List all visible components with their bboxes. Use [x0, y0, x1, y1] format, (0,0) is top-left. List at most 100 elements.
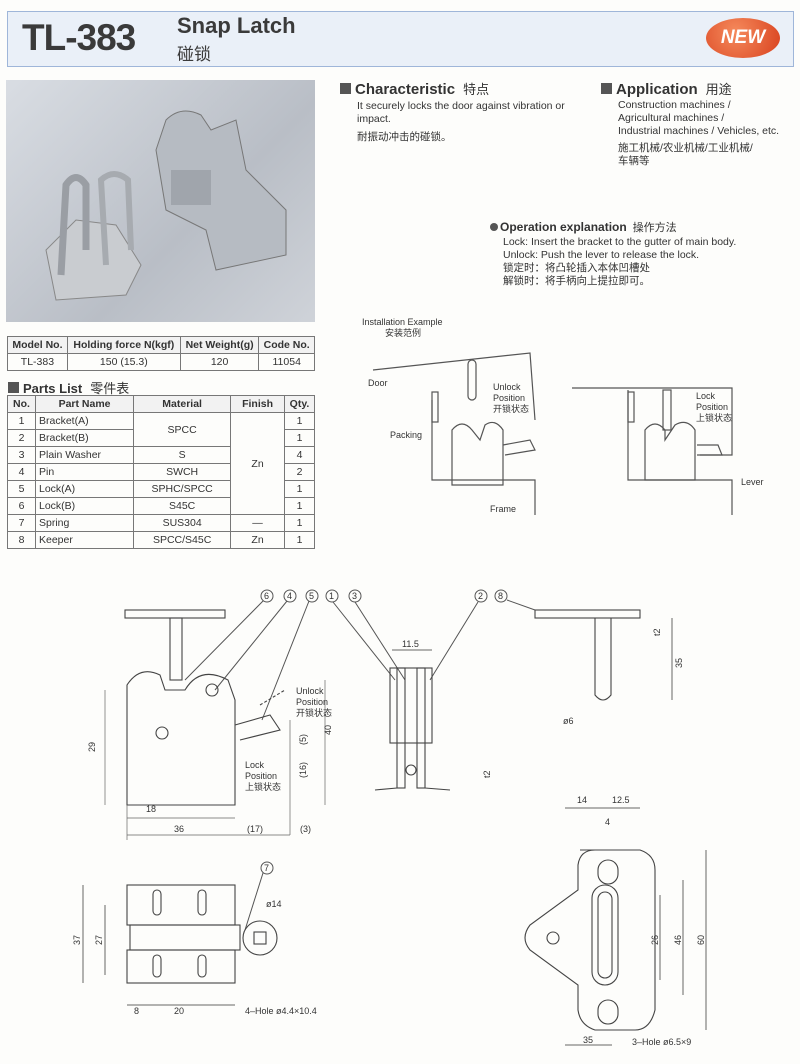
dim-27: 27 [94, 935, 104, 945]
spec-table: Model No.Holding force N(kgf)Net Weight(… [7, 336, 315, 371]
operation-text: Lock: Insert the bracket to the gutter o… [503, 236, 736, 288]
application-line: Construction machines / [618, 99, 731, 111]
cell: SPHC/SPCC [133, 480, 232, 498]
square-bullet-icon [601, 83, 612, 94]
characteristic-text-cn: 耐振动冲击的碰锁。 [357, 131, 452, 143]
col-model: Model No. [7, 336, 68, 354]
square-bullet-icon [340, 83, 351, 94]
dim-8: 8 [134, 1006, 139, 1016]
operation-line: Lock: Insert the bracket to the gutter o… [503, 236, 737, 248]
application-line: Industrial machines / Vehicles, etc. [618, 125, 780, 137]
label-packing: Packing [390, 430, 422, 440]
col-no: No. [7, 395, 36, 413]
application-line-cn: 施工机械/农业机械/工业机械/ [618, 142, 753, 154]
heading-cn: 操作方法 [632, 222, 677, 234]
dim-12-5: 12.5 [612, 795, 630, 805]
dim-16: (16) [298, 762, 308, 778]
callout-1: 1 [329, 591, 334, 601]
dim-14: 14 [577, 795, 587, 805]
cell: 4 [284, 446, 315, 464]
callout-7: 7 [264, 863, 269, 873]
dim-4-hole: 4–Hole ø4.4×10.4 [245, 1006, 317, 1016]
label-lock: Lock [696, 391, 716, 401]
operation-line: Unlock: Push the lever to release the lo… [503, 249, 700, 261]
dim-3-hole: 3–Hole ø6.5×9 [632, 1037, 691, 1047]
col-qty: Qty. [284, 395, 315, 413]
col-holding-force: Holding force N(kgf) [66, 336, 181, 354]
latch-photo-illustration [45, 110, 287, 301]
installation-title-cn: 安装范例 [385, 327, 421, 338]
model-number: TL-383 [22, 17, 136, 58]
dim-20: 20 [174, 1006, 184, 1016]
heading-cn: 零件表 [90, 381, 130, 396]
cell: SPCC [133, 412, 232, 447]
circle-bullet-icon [490, 223, 498, 231]
cell: TL-383 [7, 353, 68, 371]
col-weight: Net Weight(g) [179, 336, 260, 354]
cell: 1 [284, 514, 315, 532]
label-unlock: Unlock [493, 382, 521, 392]
label-position: Position [245, 771, 277, 781]
new-badge: NEW [706, 18, 780, 58]
callout-8: 8 [498, 591, 503, 601]
dim-dia-6: ø6 [563, 716, 574, 726]
dim-60: 60 [696, 935, 706, 945]
dim-35: 35 [674, 658, 684, 668]
heading-cn: 用途 [705, 82, 732, 97]
cell: Lock(A) [34, 480, 135, 498]
part-callouts: 6 4 5 1 3 2 8 7 [184, 589, 536, 931]
dim-37: 37 [72, 935, 82, 945]
dim-35: 35 [583, 1035, 593, 1045]
heading-text: Application [616, 81, 698, 98]
label-lock-cn: 上锁状态 [245, 781, 281, 792]
keeper-plan-drawing: 14 12.5 4 26 46 60 35 3–Hole ø6.5×9 [524, 795, 707, 1047]
dim-18: 18 [146, 804, 156, 814]
label-unlock: Unlock [296, 686, 324, 696]
characteristic-text: It securely locks the door against vibra… [357, 100, 565, 125]
product-title-cn: 碰锁 [177, 45, 211, 64]
cell: 1 [284, 531, 315, 549]
label-door: Door [368, 378, 388, 388]
cell: Plain Washer [34, 446, 135, 464]
col-part-name: Part Name [34, 395, 135, 413]
title-banner [7, 11, 794, 67]
dim-5: (5) [298, 734, 308, 745]
callout-2: 2 [478, 591, 483, 601]
label-position: Position [296, 697, 328, 707]
application-line: Agricultural machines / [618, 112, 725, 124]
dim-46: 46 [673, 935, 683, 945]
dim-t2: t2 [652, 628, 662, 636]
installation-example: Installation Example 安装范例 Door Packing F… [362, 317, 764, 515]
dim-40: 40 [323, 725, 333, 735]
cell: 11054 [258, 353, 315, 371]
label-position: Position [696, 402, 728, 412]
col-code: Code No. [258, 336, 315, 354]
application-list: Construction machines / Agricultural mac… [618, 99, 779, 168]
label-unlock-cn: 开锁状态 [493, 403, 529, 414]
dim-36: 36 [174, 824, 184, 834]
cell: 120 [179, 353, 260, 371]
operation-line: 解锁时：将手柄向上提拉即可。 [503, 275, 650, 287]
label-frame: Frame [490, 504, 516, 514]
label-lever: Lever [741, 477, 764, 487]
square-bullet-icon [8, 382, 19, 393]
cell: 150 (15.3) [66, 353, 181, 371]
label-lock: Lock [245, 760, 265, 770]
callout-4: 4 [287, 591, 292, 601]
dim-dia-14: ø14 [266, 899, 282, 909]
product-photo [6, 80, 315, 322]
heading-text: Characteristic [355, 81, 456, 98]
keeper-side-drawing: t2 35 ø6 [534, 609, 684, 726]
label-lock-cn: 上锁状态 [696, 412, 732, 423]
col-finish: Finish [230, 395, 285, 413]
cell: SPCC/S45C [133, 531, 232, 549]
product-title: Snap Latch [177, 13, 296, 38]
